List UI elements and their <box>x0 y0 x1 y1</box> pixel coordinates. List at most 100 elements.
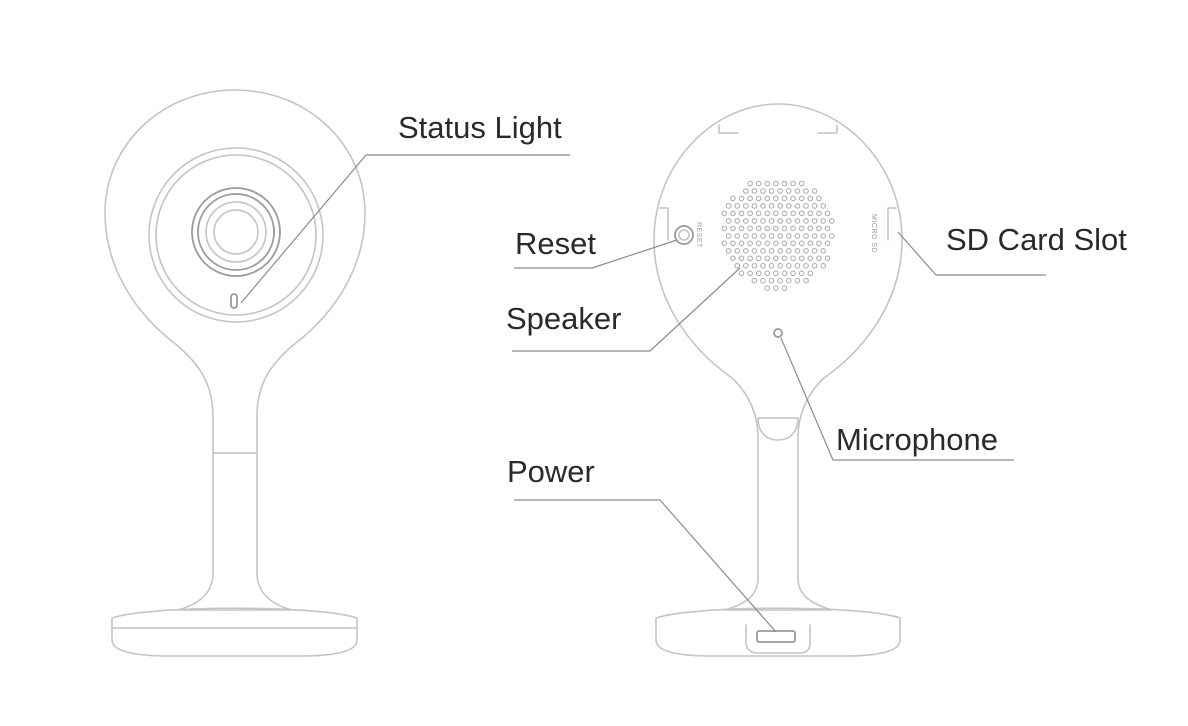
speaker-hole <box>777 203 784 209</box>
speaker-hole <box>773 270 779 277</box>
speaker-hole <box>794 277 801 284</box>
speaker-hole <box>777 233 784 239</box>
speaker-hole <box>811 248 818 254</box>
speaker-hole <box>751 263 758 269</box>
speaker-hole <box>773 210 779 217</box>
speaker-hole <box>768 248 775 254</box>
label-power: Power <box>507 454 595 489</box>
speaker-hole <box>790 240 796 247</box>
speaker-hole <box>751 188 758 194</box>
speaker-hole <box>747 255 753 262</box>
speaker-hole <box>798 240 805 247</box>
speaker-hole <box>747 210 753 217</box>
speaker-hole <box>786 203 792 209</box>
speaker-hole <box>730 195 736 202</box>
speaker-hole <box>820 248 827 254</box>
speaker-hole <box>798 210 805 217</box>
speaker-hole <box>773 225 779 232</box>
speaker-hole <box>786 248 792 254</box>
speaker-hole <box>734 218 741 224</box>
speaker-hole <box>794 233 801 239</box>
speaker-hole <box>730 210 736 217</box>
speaker-hole <box>816 240 822 247</box>
speaker-hole <box>755 255 762 262</box>
speaker-hole <box>807 270 814 277</box>
speaker-hole <box>725 248 732 254</box>
speaker-hole <box>751 203 758 209</box>
speaker-hole <box>829 233 835 239</box>
speaker-hole <box>820 218 827 224</box>
label-reset: Reset <box>515 226 596 261</box>
speaker-hole <box>751 277 758 284</box>
speaker-hole <box>824 210 831 217</box>
speaker-hole <box>807 255 814 262</box>
speaker-hole <box>773 180 779 187</box>
speaker-hole <box>794 188 801 194</box>
rear-camera-icon: RESET MICRO SD <box>653 103 903 657</box>
speaker-hole <box>773 255 779 262</box>
speaker-hole <box>781 255 788 262</box>
speaker-hole <box>747 240 753 247</box>
speaker-hole <box>811 263 818 269</box>
speaker-hole <box>738 225 745 232</box>
speaker-hole <box>768 188 775 194</box>
speaker-hole <box>777 277 784 284</box>
speaker-hole <box>798 270 805 277</box>
front-camera-icon <box>104 89 366 657</box>
speaker-hole <box>824 255 831 262</box>
speaker-hole <box>811 188 818 194</box>
speaker-hole <box>794 263 801 269</box>
speaker-hole <box>738 255 745 262</box>
label-speaker: Speaker <box>506 301 621 336</box>
speaker-hole <box>786 218 792 224</box>
speaker-hole <box>816 225 822 232</box>
speaker-hole <box>773 195 779 202</box>
speaker-hole <box>803 188 809 194</box>
speaker-hole <box>738 210 745 217</box>
speaker-hole <box>764 195 771 202</box>
speaker-hole <box>760 277 766 284</box>
speaker-hole <box>734 203 741 209</box>
speaker-hole <box>807 240 814 247</box>
speaker-hole <box>721 225 728 232</box>
speaker-hole <box>773 240 779 247</box>
speaker-hole <box>790 255 796 262</box>
speaker-hole <box>820 233 827 239</box>
speaker-hole <box>777 188 784 194</box>
speaker-hole <box>768 263 775 269</box>
speaker-hole <box>738 240 745 247</box>
speaker-hole <box>798 180 805 187</box>
speaker-hole <box>790 195 796 202</box>
speaker-hole <box>807 195 814 202</box>
speaker-hole <box>781 180 788 187</box>
speaker-hole <box>781 225 788 232</box>
speaker-hole <box>798 195 805 202</box>
speaker-hole <box>786 233 792 239</box>
speaker-hole <box>786 263 792 269</box>
speaker-hole <box>777 218 784 224</box>
speaker-hole <box>764 240 771 247</box>
leader-speaker <box>512 267 741 352</box>
speaker-hole <box>781 210 788 217</box>
speaker-hole <box>794 203 801 209</box>
reset-button-icon[interactable] <box>674 225 694 245</box>
speaker-hole <box>730 240 736 247</box>
speaker-hole <box>816 255 822 262</box>
speaker-hole <box>803 218 809 224</box>
speaker-hole <box>798 225 805 232</box>
speaker-hole <box>777 248 784 254</box>
speaker-hole <box>803 203 809 209</box>
speaker-hole <box>798 255 805 262</box>
reset-printed-text: RESET <box>695 222 702 248</box>
speaker-hole <box>768 218 775 224</box>
speaker-hole <box>760 218 766 224</box>
speaker-hole <box>768 233 775 239</box>
speaker-hole <box>743 263 749 269</box>
speaker-hole <box>730 225 736 232</box>
label-sd-card-slot: SD Card Slot <box>946 222 1127 257</box>
speaker-hole <box>734 233 741 239</box>
speaker-hole <box>781 240 788 247</box>
micro-sd-printed-text: MICRO SD <box>870 214 877 253</box>
leader-power <box>514 499 777 633</box>
speaker-hole <box>803 233 809 239</box>
